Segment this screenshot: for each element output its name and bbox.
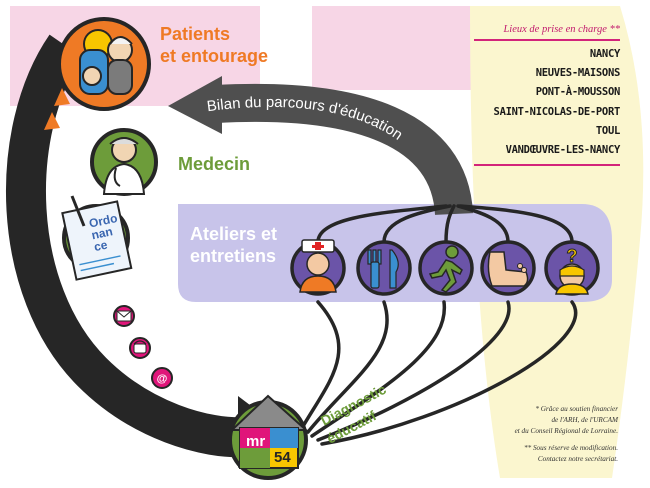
branch-line — [306, 300, 389, 434]
ateliers-label-line2: entretiens — [190, 246, 276, 266]
foot-icon — [487, 251, 529, 287]
workshop-nurse — [290, 239, 346, 296]
cities-list: NANCY NEUVES-MAISONS PONT-À-MOUSSON SAIN… — [474, 45, 621, 167]
footnote-notice: ** Sous réserve de modification. Contact… — [448, 443, 618, 465]
pen-icon — [70, 195, 86, 227]
fork-knife-icon — [367, 249, 399, 289]
mail-icon — [116, 310, 132, 322]
patients-label-line2: et entourage — [160, 46, 268, 66]
footnote-line: de l'ARH, de l'URCAM — [551, 416, 618, 424]
ordonnance-text-line3: ce — [93, 238, 109, 255]
footnote-line: ** Sous réserve de modification. — [523, 444, 618, 452]
workshop-activity — [418, 240, 474, 296]
ordonnance-text-line1: Ordo — [88, 211, 119, 231]
ordonnance-text-line2: nan — [90, 224, 114, 242]
contact-email: @ — [151, 367, 173, 389]
orange-triangle — [54, 88, 70, 106]
branch-line — [310, 300, 446, 438]
city-item: TOUL — [595, 124, 620, 137]
branch-line — [382, 204, 452, 244]
family-icon — [79, 29, 133, 95]
branch-line — [316, 204, 448, 244]
diagnostic-branches — [300, 300, 578, 446]
patients-label-line1: Patients — [160, 24, 230, 44]
workshop-to-bilan-branches — [316, 204, 574, 244]
branch-line — [458, 204, 574, 244]
nurse-icon — [299, 239, 337, 293]
cities-heading: Lieux de prise en charge ** — [474, 24, 620, 41]
branch-line — [320, 300, 578, 446]
at-sign-icon: @ — [157, 373, 168, 385]
workshop-knowledge: ? — [544, 240, 600, 296]
logo-text-54: 54 — [274, 449, 291, 466]
city-item: PONT-À-MOUSSON — [535, 86, 621, 99]
city-item: SAINT-NICOLAS-DE-PORT — [493, 105, 621, 118]
top-pink-panel — [312, 6, 472, 90]
branch-line — [444, 204, 456, 244]
footnote-funding: * Grâce au soutien financier de l'ARH, d… — [448, 404, 618, 437]
branch-line — [316, 300, 511, 442]
city-item: VANDŒUVRE-LES-NANCY — [505, 144, 621, 157]
svg-text:?: ? — [567, 246, 578, 266]
orange-triangle — [44, 112, 60, 130]
main-cycle-arrow — [5, 34, 250, 458]
city-item: NANCY — [589, 48, 620, 60]
footnote-line: et du Conseil Régional de Lorraine. — [514, 427, 618, 435]
doctor-icon — [102, 137, 146, 195]
prescription-icon — [61, 200, 133, 281]
contact-mail — [113, 305, 135, 327]
workshop-foot — [480, 240, 536, 296]
logo-text-mr: mr — [246, 433, 265, 450]
branch-line — [300, 300, 341, 430]
footnotes: * Grâce au soutien financier de l'ARH, d… — [448, 404, 618, 465]
contact-phone — [129, 337, 151, 359]
bilan-arrowhead — [168, 76, 222, 134]
medecin-label: Medecin — [178, 154, 250, 174]
workshop-nutrition — [356, 240, 412, 296]
footnote-line: Contactez notre secrétariat. — [537, 455, 618, 463]
runner-icon — [428, 245, 463, 293]
phone-icon — [133, 340, 147, 354]
question-head-icon: ? — [555, 246, 589, 295]
city-item: NEUVES-MAISONS — [535, 67, 621, 80]
footnote-line: * Grâce au soutien financier — [535, 405, 618, 413]
house-logo-icon: mr 54 — [229, 394, 309, 469]
cities-panel: Lieux de prise en charge ** NANCY NEUVES… — [474, 24, 621, 167]
ateliers-label-line1: Ateliers et — [190, 224, 277, 244]
bilan-arrow — [214, 83, 473, 216]
